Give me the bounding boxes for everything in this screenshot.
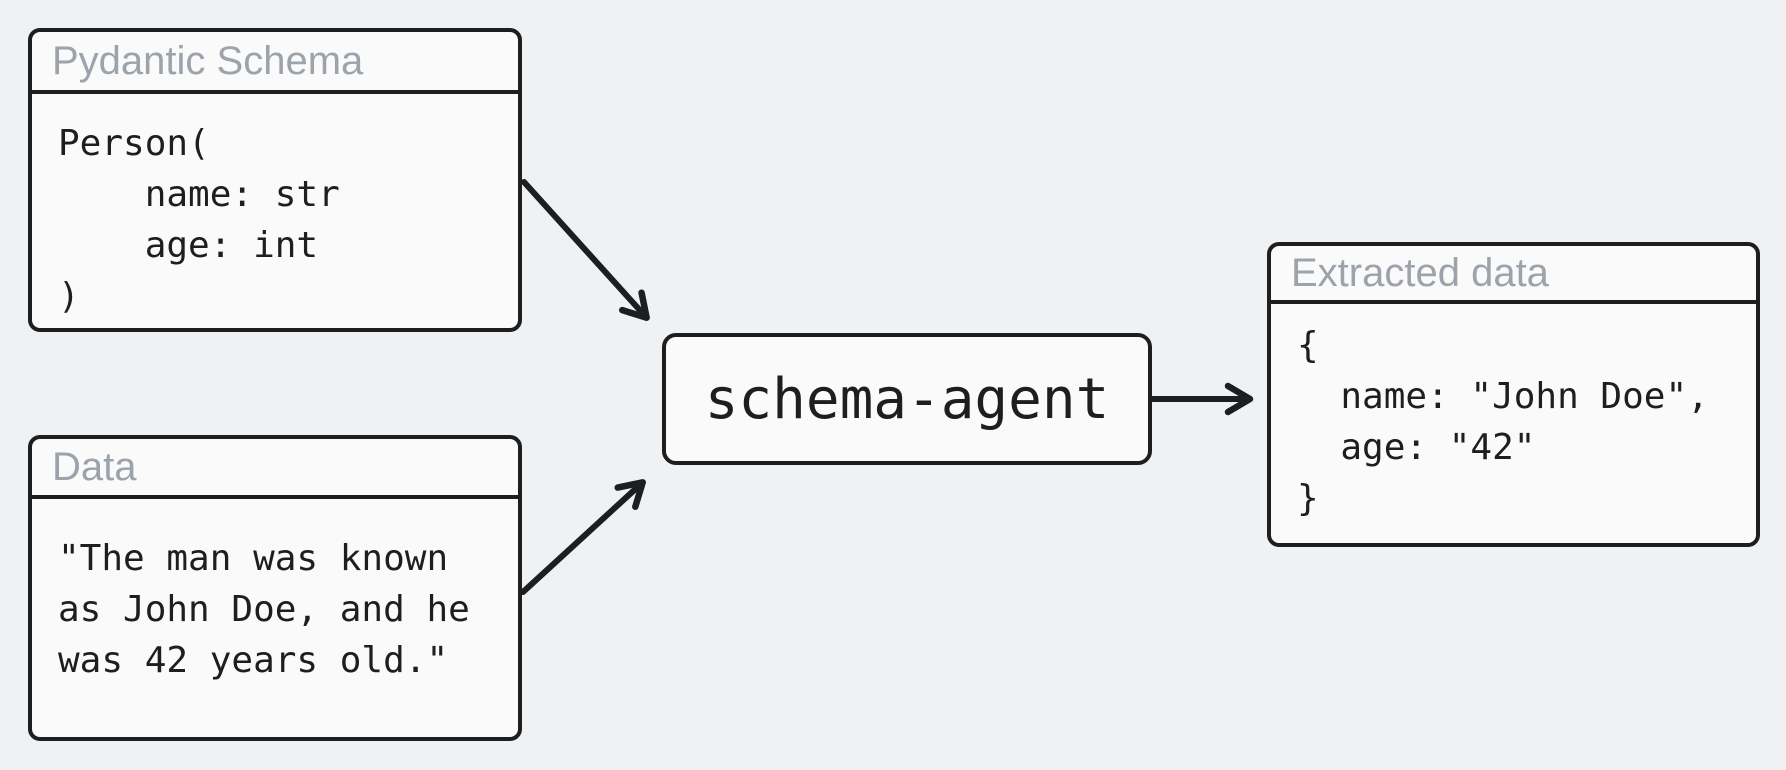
extracted-data-code: { name: "John Doe", age: "42" } (1297, 325, 1709, 519)
schema-agent-label: schema-agent (704, 366, 1110, 432)
data-code: "The man was known as John Doe, and he w… (58, 538, 470, 681)
schema-agent-node: schema-agent (662, 333, 1152, 465)
pydantic-schema-panel: Pydantic Schema Person( name: str age: i… (28, 28, 522, 332)
arrow-schema-to-agent (521, 179, 650, 321)
extracted-data-panel: Extracted data { name: "John Doe", age: … (1267, 242, 1760, 547)
extracted-data-header: Extracted data (1271, 246, 1756, 304)
data-panel: Data "The man was known as John Doe, and… (28, 435, 522, 741)
pydantic-schema-code: Person( name: str age: int ) (58, 123, 340, 317)
data-title: Data (52, 444, 137, 489)
arrow-data-to-agent (520, 479, 646, 595)
data-header: Data (32, 439, 518, 499)
pydantic-schema-title: Pydantic Schema (52, 38, 364, 83)
extracted-data-title: Extracted data (1291, 250, 1549, 295)
pydantic-schema-header: Pydantic Schema (32, 32, 518, 94)
